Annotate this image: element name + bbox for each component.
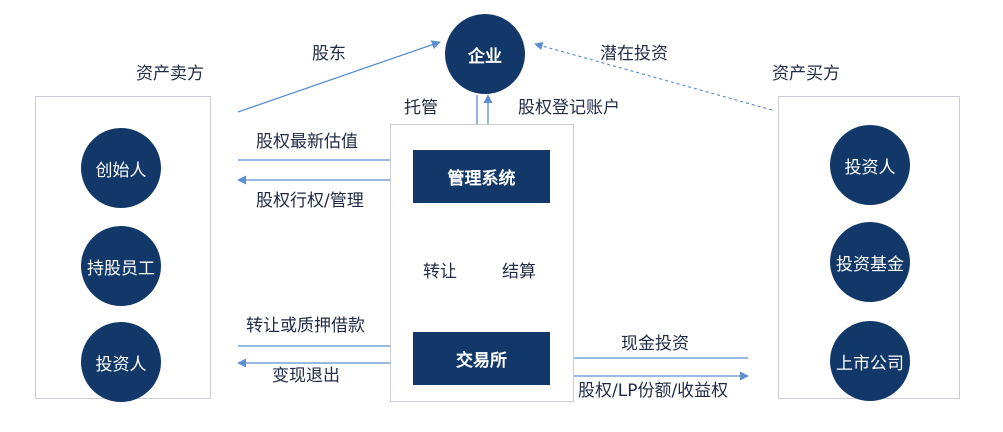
label-exercise-manage: 股权行权/管理 <box>256 191 364 211</box>
seller-panel: 创始人 持股员工 投资人 <box>35 96 211 402</box>
buyer-panel: 投资人 投资基金 上市公司 <box>778 96 960 401</box>
label-transfer-or-pledge: 转让或质押借款 <box>246 316 365 336</box>
label-transfer: 转让 <box>423 262 457 282</box>
label-latest-valuation: 股权最新估值 <box>256 132 358 152</box>
seller-panel-title: 资产卖方 <box>136 64 204 84</box>
arrow-potential-investment <box>534 41 773 111</box>
label-shareholder: 股东 <box>312 44 346 64</box>
label-cash-out: 变现退出 <box>272 366 340 386</box>
label-settlement: 结算 <box>502 262 536 282</box>
label-potential-investment: 潜在投资 <box>600 44 668 64</box>
buyer-panel-title: 资产买方 <box>772 64 840 84</box>
seller-node-investor: 投资人 <box>81 322 161 402</box>
buyer-node-listed-company: 上市公司 <box>830 321 910 401</box>
label-equity-lp-rights: 股权/LP份额/收益权 <box>578 381 729 401</box>
exchange-node: 交易所 <box>413 332 550 385</box>
arrow-shareholder <box>237 40 441 113</box>
buyer-node-fund: 投资基金 <box>830 222 910 302</box>
label-custody: 托管 <box>404 98 438 118</box>
label-cash-investment: 现金投资 <box>621 334 689 354</box>
management-system-node: 管理系统 <box>413 150 550 203</box>
seller-node-founder: 创始人 <box>81 128 161 208</box>
seller-node-employee: 持股员工 <box>81 226 161 306</box>
label-equity-registry-account: 股权登记账户 <box>518 98 620 118</box>
enterprise-node: 企业 <box>445 14 525 94</box>
buyer-node-investor: 投资人 <box>830 125 910 205</box>
